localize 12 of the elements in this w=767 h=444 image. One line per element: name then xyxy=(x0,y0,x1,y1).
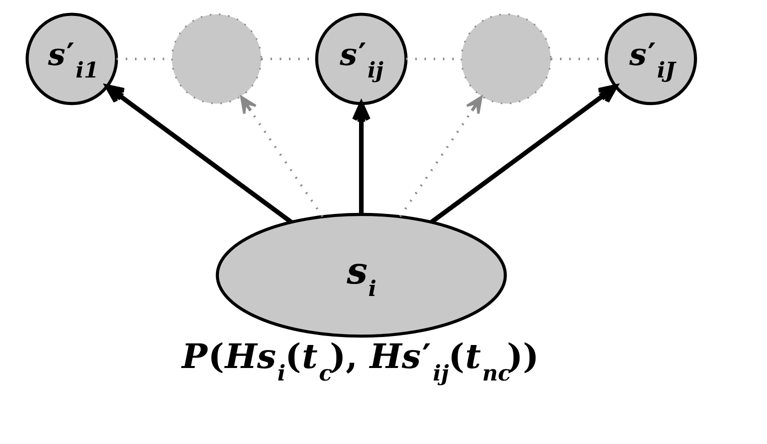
arrow xyxy=(105,84,293,224)
arrow xyxy=(430,84,618,224)
node-circle xyxy=(460,14,552,104)
node-circle xyxy=(171,14,262,104)
arrow xyxy=(399,96,482,218)
node-circle: s′$_{iJ}$ xyxy=(604,12,698,106)
arrow xyxy=(240,96,324,218)
arrow xyxy=(352,102,371,214)
caption: P(Hs$_{i}$(t$_{c}$), Hs′$_{ij}$(t$_{nc}$)) xyxy=(182,336,539,386)
node-ellipse: s$_{i}$ xyxy=(216,212,507,338)
node-circle: s′$_{ij}$ xyxy=(315,12,408,106)
node-circle: s′$_{i1}$ xyxy=(26,12,118,106)
